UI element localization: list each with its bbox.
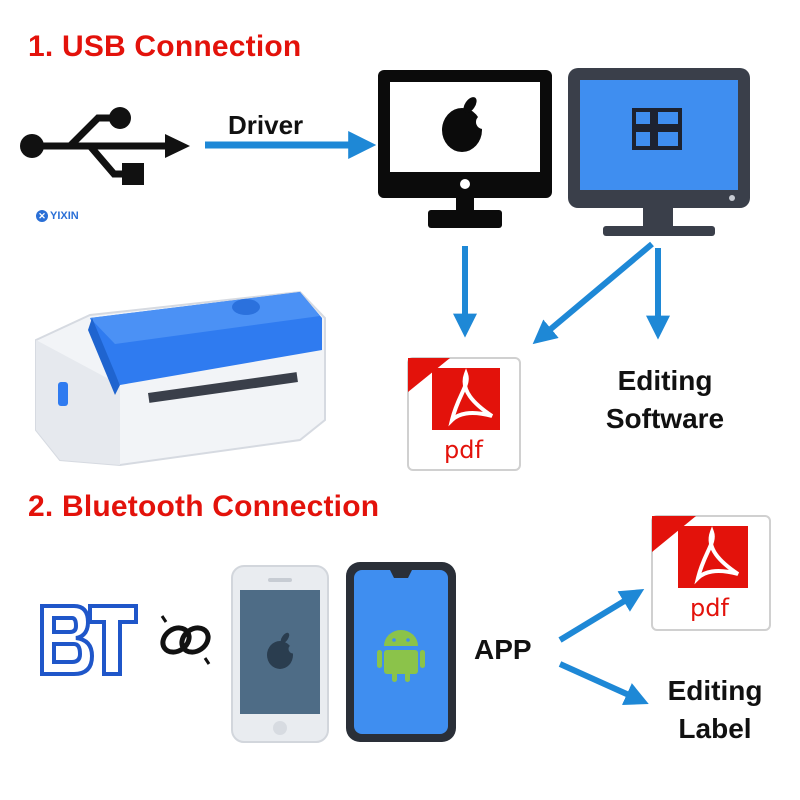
pdf-icon-text-bluetooth: pdf bbox=[690, 594, 729, 622]
link-icon bbox=[160, 615, 211, 665]
app-to-label-arrow bbox=[558, 661, 649, 706]
bluetooth-connection-heading: 2. Bluetooth Connection bbox=[28, 490, 380, 523]
app-label: APP bbox=[474, 634, 532, 665]
pdf-icon bbox=[407, 357, 521, 471]
brand-icon: ✕ bbox=[36, 210, 48, 222]
windows-icon bbox=[632, 108, 682, 150]
pdf-icon-bluetooth bbox=[651, 515, 771, 631]
app-to-pdf-arrow bbox=[558, 589, 645, 643]
editing-software-label: Editing Software bbox=[590, 362, 740, 438]
brand-text: YIXIN bbox=[50, 210, 79, 222]
editing-label-line-2: Label bbox=[678, 713, 752, 744]
apple-icon-phone bbox=[267, 632, 298, 669]
windows-monitor bbox=[568, 68, 750, 236]
brand-logo: ✕ YIXIN bbox=[36, 210, 79, 222]
apple-icon bbox=[442, 97, 490, 152]
pdf-icon-text: pdf bbox=[444, 436, 483, 464]
bluetooth-logo bbox=[40, 604, 138, 676]
driver-label: Driver bbox=[228, 110, 304, 140]
android-icon bbox=[377, 630, 425, 682]
editing-label-line-1: Editing bbox=[667, 675, 763, 706]
usb-connection-heading: 1. USB Connection bbox=[28, 30, 302, 63]
label-printer bbox=[35, 290, 326, 467]
windows-to-pdf-arrow bbox=[532, 241, 654, 345]
editing-label-label: Editing Label bbox=[640, 672, 790, 748]
editing-software-line-1: Editing bbox=[617, 365, 713, 396]
editing-software-line-2: Software bbox=[605, 403, 725, 434]
